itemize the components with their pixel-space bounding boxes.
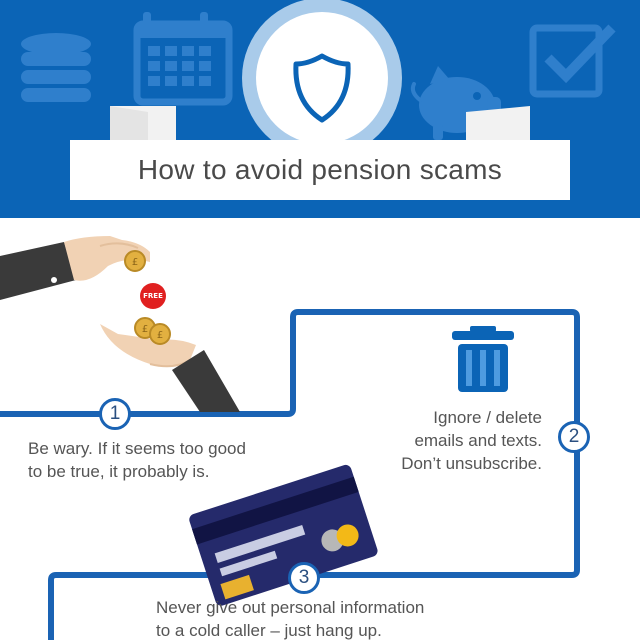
calendar-icon <box>133 12 233 106</box>
trash-bin-icon <box>452 326 514 392</box>
page-title: How to avoid pension scams <box>137 154 503 185</box>
step-1-text: Be wary. If it seems too good to be true… <box>28 437 246 483</box>
svg-text:£: £ <box>132 257 138 268</box>
step-2-text: Ignore / delete emails and texts. Don’t … <box>380 406 542 475</box>
free-badge-label: FREE <box>143 292 163 300</box>
step-path <box>0 309 580 640</box>
step-2-line-1: Ignore / delete <box>433 408 542 427</box>
step-2-number: 2 <box>558 421 590 453</box>
step-3-line-2: to a cold caller – just hang up. <box>156 621 382 640</box>
free-badge <box>140 283 166 309</box>
title-banner: How to avoid pension scams <box>70 140 570 200</box>
checkbox-icon <box>529 24 616 98</box>
hand-giving-coin: £ <box>0 236 150 300</box>
step-3-line-1: Never give out personal information <box>156 598 425 617</box>
coin-stack-icon <box>21 33 91 102</box>
title-ribbon <box>110 106 530 140</box>
step-3-text: Never give out personal information to a… <box>156 596 424 640</box>
step-3-number: 3 <box>288 562 320 594</box>
credit-card-icon <box>189 464 378 606</box>
hand-receiving-coins: £ £ <box>100 317 240 412</box>
step-1-number: 1 <box>99 398 131 430</box>
step-1-line-2: to be true, it probably is. <box>28 462 210 481</box>
step-1-line-1: Be wary. If it seems too good <box>28 439 246 458</box>
step-2-line-2: emails and texts. <box>414 431 542 450</box>
svg-text:£: £ <box>142 324 148 335</box>
svg-text:£: £ <box>157 330 163 341</box>
step-2-line-3: Don’t unsubscribe. <box>401 454 542 473</box>
shield-icon <box>242 0 402 158</box>
